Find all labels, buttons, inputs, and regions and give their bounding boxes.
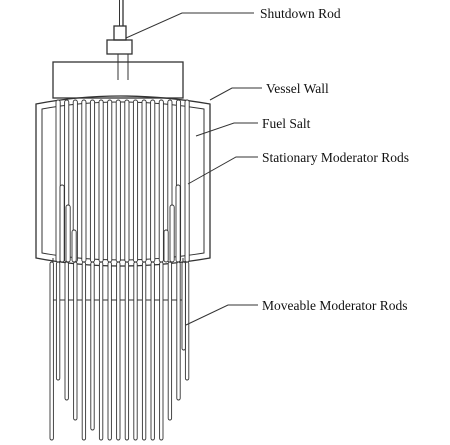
moveable-rod [55, 261, 61, 381]
label-shutdown-rod: Shutdown Rod [125, 6, 341, 39]
shutdown-rod-label: Shutdown Rod [260, 6, 341, 21]
moveable-moderator-rods [49, 261, 190, 441]
stationary-rod [81, 99, 87, 263]
label-stationary-rods: Stationary Moderator Rods [187, 150, 409, 185]
stationary-rod [98, 99, 104, 263]
stationary-rod [124, 99, 130, 263]
stationary-rod [115, 99, 121, 263]
stationary-rod [158, 99, 164, 263]
moveable-rod [181, 261, 186, 351]
shutdown-rod-assembly [106, 0, 133, 80]
stationary-rod [184, 99, 190, 263]
fuel-salt-label: Fuel Salt [262, 116, 311, 131]
stationary-rod-short [175, 184, 181, 263]
stationary-rod-short [65, 204, 71, 263]
stationary-rod [150, 99, 156, 263]
moveable-rod [81, 261, 87, 441]
stationary-rod [89, 99, 96, 263]
moveable-rod [90, 261, 95, 431]
stationary-rod [132, 99, 139, 263]
stationary-rod [141, 99, 147, 263]
moveable-rod [116, 261, 121, 441]
moveable-rod [159, 261, 164, 441]
moveable-rod [176, 261, 181, 401]
vessel-wall-label: Vessel Wall [266, 81, 329, 96]
stationary-moderator-rods-label: Stationary Moderator Rods [262, 150, 409, 165]
stationary-rod-short [59, 184, 65, 263]
moveable-rod [167, 261, 173, 421]
moveable-rod [64, 261, 69, 401]
vessel-head [52, 61, 184, 99]
moveable-rod [133, 261, 138, 441]
stationary-rod-short [71, 229, 77, 263]
moveable-rod [73, 261, 78, 421]
stationary-rod-short [163, 229, 169, 263]
label-moveable-rods: Moveable Moderator Rods [185, 298, 407, 326]
moveable-rod [150, 261, 155, 441]
label-vessel-wall: Vessel Wall [209, 81, 329, 101]
moveable-rod [141, 261, 147, 441]
stationary-rod-short [169, 204, 175, 263]
moveable-rod [98, 261, 104, 441]
stationary-rod [107, 99, 113, 263]
moveable-rod [49, 261, 54, 441]
moveable-rod [184, 261, 190, 381]
moveable-rod [107, 261, 112, 441]
stationary-moderator-rods [55, 99, 190, 263]
label-fuel-salt: Fuel Salt [195, 116, 311, 137]
moveable-rod [124, 261, 130, 441]
moveable-moderator-rods-label: Moveable Moderator Rods [262, 298, 407, 313]
